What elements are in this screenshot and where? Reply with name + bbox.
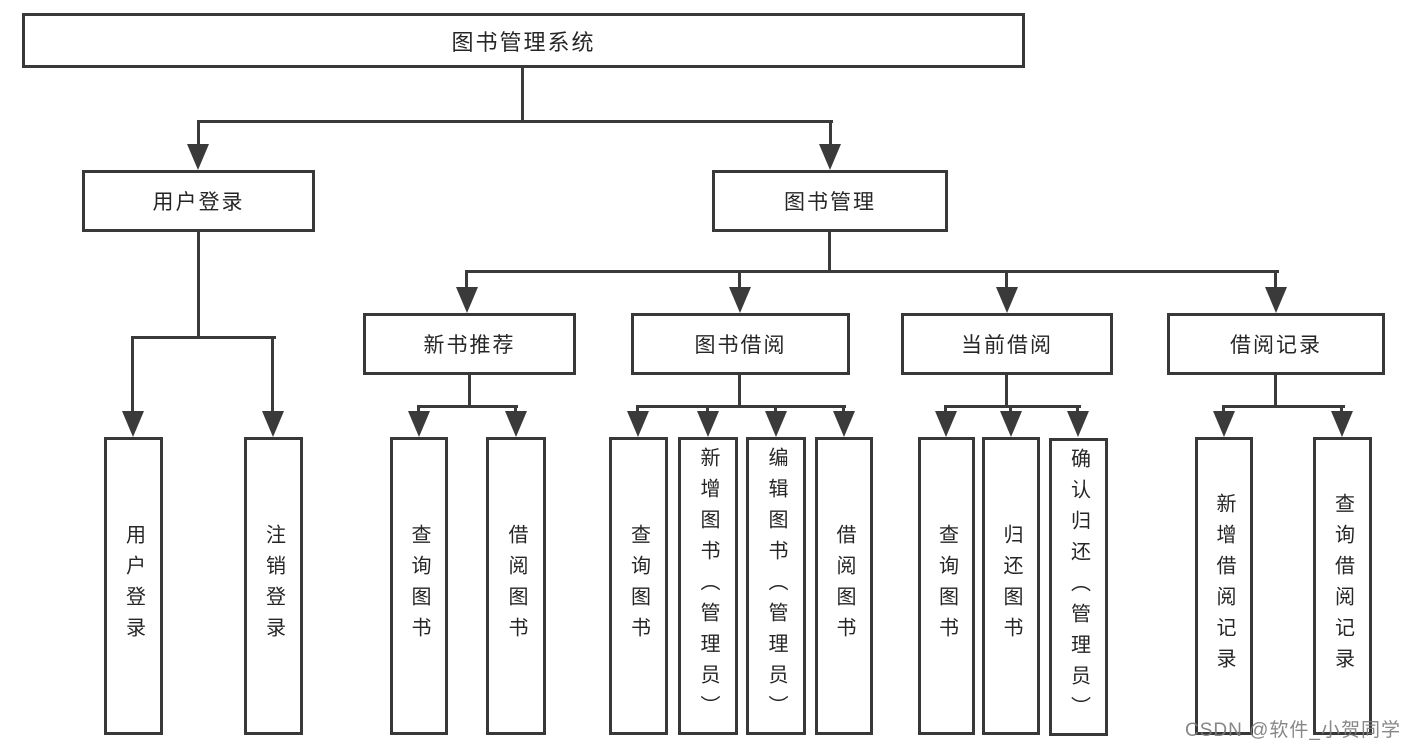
- arrowhead-down-icon: [187, 144, 209, 170]
- node-label: 图书借阅: [694, 334, 787, 357]
- connector-line: [738, 270, 741, 290]
- arrowhead-down-icon: [1265, 287, 1287, 313]
- node-label: 新书推荐: [423, 334, 516, 357]
- leaf-label: 新增借阅记录: [1213, 493, 1235, 679]
- leaf-label: 查询图书: [627, 524, 650, 648]
- node-book-borrowing: 图书借阅: [631, 313, 850, 375]
- arrowhead-down-icon: [1331, 411, 1353, 437]
- leaf-label: 查询图书: [408, 524, 430, 648]
- connector-line: [636, 405, 639, 414]
- connector-line: [197, 232, 200, 339]
- connector-line: [842, 405, 845, 414]
- connector-line: [271, 336, 274, 414]
- leaf-label: 用户登录: [122, 524, 145, 648]
- connector-line: [1222, 405, 1345, 408]
- connector-line: [636, 405, 846, 408]
- arrowhead-down-icon: [729, 287, 751, 313]
- connector-line: [1076, 405, 1079, 414]
- arrowhead-down-icon: [935, 411, 957, 437]
- leaf-confirm-return-admin: 确认归还（管理员）: [1049, 438, 1108, 736]
- leaf-query-books-borrowing: 查询图书: [609, 437, 668, 735]
- leaf-label: 归还图书: [1000, 524, 1022, 648]
- leaf-label: 查询借阅记录: [1331, 493, 1354, 679]
- connector-line: [514, 405, 517, 414]
- connector-line: [197, 120, 200, 146]
- node-library-management-system: 图书管理系统: [22, 13, 1025, 68]
- connector-line: [1005, 375, 1008, 408]
- leaf-query-books-recommend: 查询图书: [390, 437, 448, 735]
- connector-line: [417, 405, 420, 414]
- connector-line: [828, 232, 831, 273]
- connector-line: [197, 120, 833, 123]
- leaf-borrow-books-recommend: 借阅图书: [486, 437, 546, 735]
- leaf-borrow-books: 借阅图书: [815, 437, 873, 735]
- arrowhead-down-icon: [1067, 411, 1089, 437]
- leaf-add-borrow-record: 新增借阅记录: [1195, 437, 1253, 735]
- leaf-add-books-admin: 新增图书（管理员）: [678, 437, 738, 735]
- arrowhead-down-icon: [819, 144, 841, 170]
- node-user-login: 用户登录: [82, 170, 315, 232]
- leaf-query-books-current: 查询图书: [918, 437, 975, 735]
- arrowhead-down-icon: [456, 287, 478, 313]
- leaf-label: 确认归还（管理员）: [1067, 447, 1090, 727]
- leaf-logout: 注销登录: [244, 437, 303, 735]
- leaf-label: 编辑图书（管理员）: [765, 446, 787, 726]
- leaf-return-books: 归还图书: [982, 437, 1040, 735]
- connector-line: [468, 375, 471, 408]
- arrowhead-down-icon: [1000, 411, 1022, 437]
- leaf-label: 借阅图书: [833, 524, 855, 648]
- connector-line: [829, 120, 832, 146]
- arrowhead-down-icon: [262, 411, 284, 437]
- connector-line: [465, 270, 468, 290]
- node-label: 图书管理: [784, 191, 876, 214]
- arrowhead-down-icon: [408, 411, 430, 437]
- leaf-label: 注销登录: [262, 524, 285, 648]
- connector-line: [131, 336, 276, 339]
- arrowhead-down-icon: [765, 411, 787, 437]
- leaf-query-borrow-record: 查询借阅记录: [1313, 437, 1372, 735]
- connector-line: [944, 405, 947, 414]
- connector-line: [521, 68, 524, 122]
- node-book-management: 图书管理: [712, 170, 948, 232]
- node-label: 当前借阅: [961, 334, 1053, 357]
- arrowhead-down-icon: [627, 411, 649, 437]
- leaf-label: 新增图书（管理员）: [697, 446, 719, 726]
- node-current-borrowing: 当前借阅: [901, 313, 1113, 375]
- connector-line: [465, 270, 1279, 273]
- leaf-user-login: 用户登录: [104, 437, 163, 735]
- connector-line: [1009, 405, 1012, 414]
- node-label: 图书管理系统: [451, 29, 596, 55]
- connector-line: [774, 405, 777, 414]
- csdn-watermark: CSDN @软件_小贺同学: [1185, 720, 1401, 741]
- connector-line: [706, 405, 709, 414]
- connector-line: [738, 375, 741, 408]
- arrowhead-down-icon: [996, 287, 1018, 313]
- connector-line: [417, 405, 518, 408]
- arrowhead-down-icon: [1213, 411, 1235, 437]
- leaf-edit-books-admin: 编辑图书（管理员）: [746, 437, 806, 735]
- arrowhead-down-icon: [833, 411, 855, 437]
- connector-line: [1005, 270, 1008, 290]
- arrowhead-down-icon: [505, 411, 527, 437]
- node-borrowing-records: 借阅记录: [1167, 313, 1385, 375]
- leaf-label: 借阅图书: [505, 524, 527, 648]
- node-new-book-recommendation: 新书推荐: [363, 313, 576, 375]
- connector-line: [1340, 405, 1343, 414]
- node-label: 借阅记录: [1230, 334, 1322, 357]
- arrowhead-down-icon: [122, 411, 144, 437]
- node-label: 用户登录: [152, 191, 245, 214]
- arrowhead-down-icon: [697, 411, 719, 437]
- connector-line: [1274, 375, 1277, 408]
- connector-line: [1222, 405, 1225, 414]
- connector-line: [131, 336, 134, 414]
- connector-line: [1274, 270, 1277, 290]
- connector-line: [944, 405, 1081, 408]
- leaf-label: 查询图书: [935, 524, 958, 648]
